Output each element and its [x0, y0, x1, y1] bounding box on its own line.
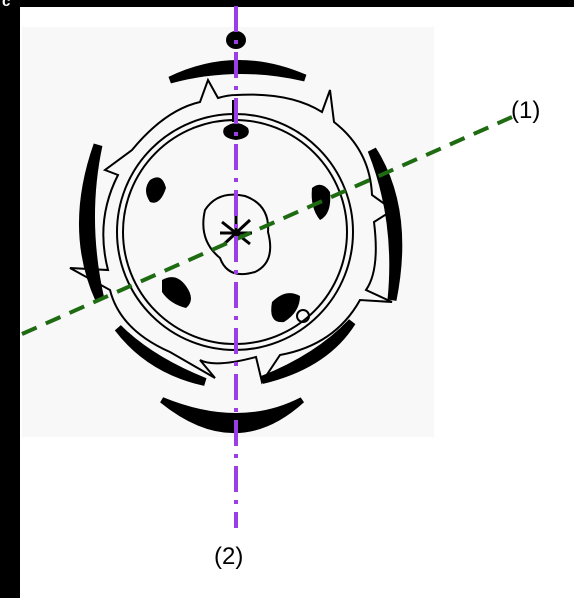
sepal-bottom-left: [114, 325, 207, 386]
corolla-outer-outline: [69, 77, 395, 385]
stamens: [146, 100, 331, 323]
nectary: [296, 309, 310, 323]
top-frame-bar: [0, 0, 574, 7]
stamen-lower-right: [271, 293, 300, 323]
bottom-bract: [160, 397, 305, 433]
stamen-lower-left: [162, 277, 191, 308]
symmetry-axis-1: [21, 115, 513, 336]
corner-letter: c: [2, 0, 11, 10]
sepal-bottom-right: [260, 319, 356, 384]
sepal-right: [367, 147, 403, 301]
stamen-upper-left: [146, 177, 166, 203]
left-frame-bar: [0, 0, 20, 598]
outer-sepals: [79, 60, 403, 386]
stamen-top: [223, 123, 249, 140]
axis-1-label: (1): [511, 97, 541, 124]
axis-2-label: (2): [214, 543, 244, 570]
sepal-top: [168, 60, 307, 84]
ovary-outline: [202, 193, 272, 276]
